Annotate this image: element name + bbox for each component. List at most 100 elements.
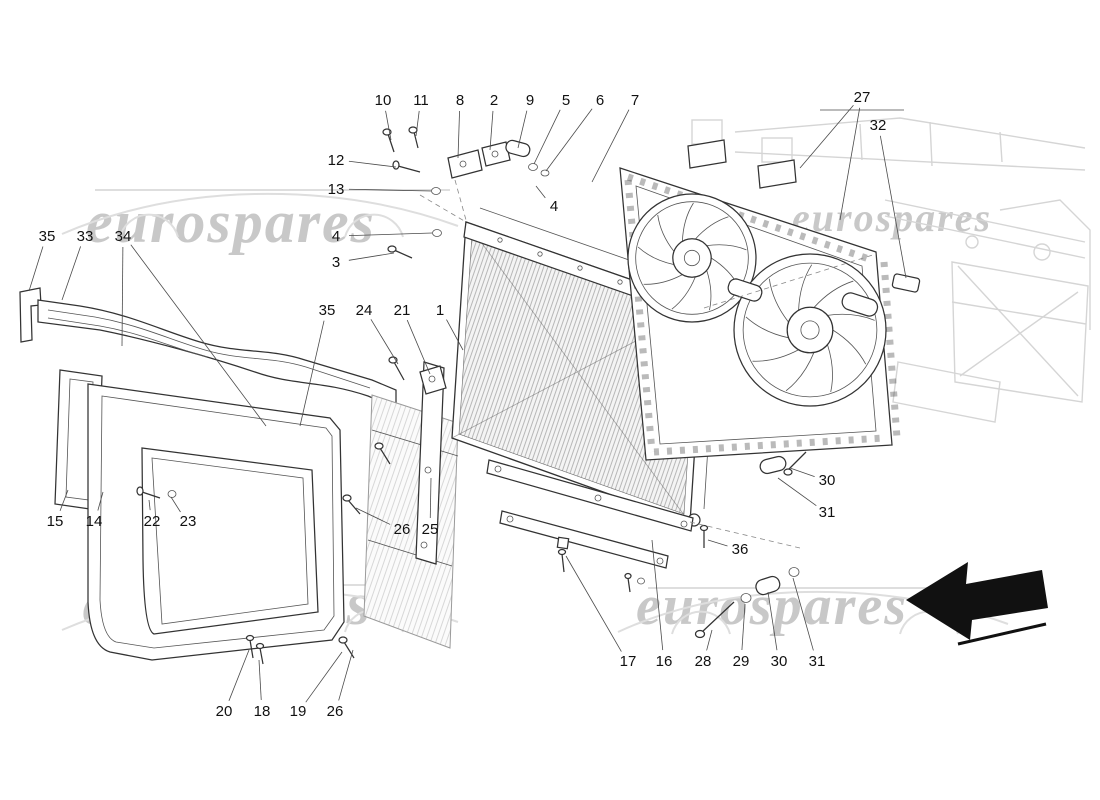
leader-line-28 [706, 629, 713, 651]
upper-hardware [382, 126, 550, 259]
screw [627, 577, 631, 593]
leader-line-2 [489, 110, 494, 151]
leader-line-25 [429, 477, 432, 519]
fan-motor-right [841, 292, 879, 317]
callout-9: 9 [526, 92, 534, 109]
washer-6 [540, 169, 550, 177]
leader-line-3 [348, 252, 395, 261]
leader-line-1 [446, 319, 464, 351]
leader-line-26b [338, 649, 354, 701]
callout-3: 3 [332, 254, 340, 271]
fan-left [627, 193, 757, 323]
callout-34: 34 [115, 228, 132, 245]
leader-line-11 [415, 110, 420, 137]
mid-hardware [136, 356, 447, 515]
screw-3 [393, 249, 413, 259]
leader-line-33 [61, 246, 81, 301]
callout-11: 11 [413, 92, 429, 109]
callout-12: 12 [328, 152, 345, 169]
callout-2: 2 [490, 92, 498, 109]
leader-line-27 [799, 105, 854, 169]
leader-line-14 [97, 491, 104, 511]
screw-20 [249, 639, 254, 659]
callout-15: 15 [47, 513, 64, 530]
leader-line-31b [792, 577, 814, 651]
fan-right [733, 253, 887, 407]
callout-6: 6 [596, 92, 604, 109]
callout-5: 5 [562, 92, 570, 109]
screw [379, 447, 391, 465]
arrow-underline [957, 622, 1047, 646]
top-bracket-b [757, 159, 797, 189]
retainer-hook [19, 287, 42, 343]
leader-line-34 [121, 246, 124, 347]
leader-line-31a [777, 477, 817, 507]
construction-lines [419, 179, 877, 549]
callout-26b: 26 [327, 703, 344, 720]
leader-line-27 [839, 107, 861, 221]
leader-line-17 [565, 555, 622, 652]
air-conveyor [19, 287, 397, 661]
callout-20: 20 [216, 703, 233, 720]
fan-assembly [619, 139, 921, 461]
leader-line-22 [148, 499, 151, 511]
callout-24: 24 [356, 302, 373, 319]
washer-4 [432, 229, 442, 237]
callout-32: 32 [870, 117, 887, 134]
callout-23: 23 [180, 513, 197, 530]
callout-28: 28 [695, 653, 712, 670]
leader-line-26a [355, 507, 391, 525]
leader-line-5 [533, 109, 561, 165]
leader-line-9 [517, 110, 528, 149]
callout-27: 27 [854, 89, 871, 106]
direction-arrow [906, 562, 1048, 646]
callout-16: 16 [656, 653, 673, 670]
lower-bracket-short [499, 510, 669, 569]
leader-line-18 [258, 659, 262, 701]
callout-18: 18 [254, 703, 271, 720]
lower-bracket-long [486, 459, 694, 532]
washer-29 [740, 593, 752, 603]
leader-line-15 [59, 489, 69, 511]
shroud-opening [141, 447, 319, 635]
leader-line-32 [879, 135, 907, 279]
leader-line-20 [228, 649, 250, 701]
screw-12 [397, 165, 421, 173]
leader-line-30a [789, 467, 815, 477]
bolt-28 [701, 601, 735, 633]
callout-36: 36 [732, 541, 749, 558]
leader-line-4a [348, 232, 433, 237]
leader-line-34 [130, 244, 267, 427]
connector [891, 273, 921, 293]
leader-line-35a [28, 246, 44, 292]
callout-19: 19 [290, 703, 307, 720]
leader-line-4b [535, 185, 546, 199]
leader-line-29 [741, 603, 746, 651]
bolt-31-right [787, 451, 807, 471]
callout-30b: 30 [771, 653, 788, 670]
leader-line-16 [651, 539, 664, 651]
screw-24 [393, 361, 405, 381]
watermark-text: eurospares [86, 189, 377, 255]
mounting-bracket [415, 361, 445, 565]
fan-motor-left [727, 278, 763, 302]
chassis-background-art [691, 117, 1091, 423]
callout-25: 25 [422, 521, 439, 538]
top-bracket-a [687, 139, 727, 169]
square-washer-17 [556, 536, 570, 550]
leader-line-19 [305, 651, 343, 703]
leader-line-12 [348, 160, 397, 168]
callout-29: 29 [733, 653, 750, 670]
leader-line-23 [170, 496, 181, 513]
screw-19 [343, 641, 355, 659]
bottom-hardware [245, 451, 807, 665]
callout-35b: 35 [319, 302, 336, 319]
screw-26 [347, 499, 361, 515]
callout-8: 8 [456, 92, 464, 109]
callout-31b: 31 [809, 653, 826, 670]
callout-4b: 4 [550, 198, 558, 215]
callout-1: 1 [436, 302, 444, 319]
leader-line-21 [406, 319, 431, 375]
